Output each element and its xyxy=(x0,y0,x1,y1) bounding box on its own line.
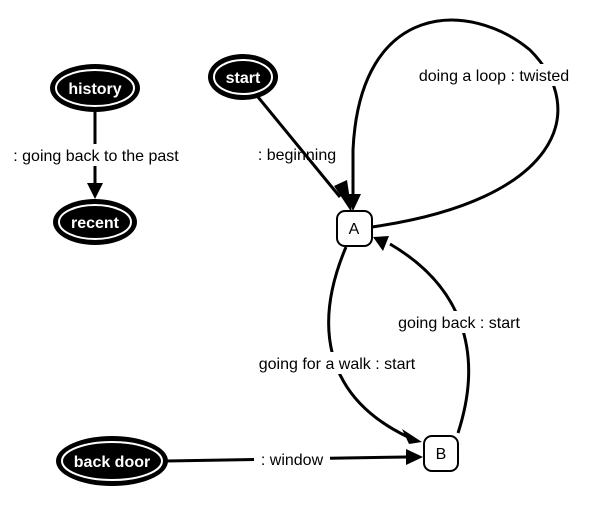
node-b-label: B xyxy=(436,446,447,463)
node-a-label: A xyxy=(349,221,360,238)
svg-text:: window: : window xyxy=(261,452,324,469)
edge-a-loop xyxy=(345,18,560,229)
edge-b-to-a xyxy=(373,236,471,434)
node-back-door[interactable]: back door xyxy=(56,436,168,486)
arrowhead xyxy=(406,449,423,465)
arrowhead xyxy=(402,429,422,444)
node-recent-label: recent xyxy=(71,215,120,232)
edge-start-to-a xyxy=(256,96,352,213)
arrowhead xyxy=(345,194,361,211)
node-recent[interactable]: recent xyxy=(53,199,137,245)
node-start[interactable]: start xyxy=(208,54,278,100)
node-a[interactable]: A xyxy=(336,210,373,247)
arrowhead xyxy=(373,236,389,251)
node-start-label: start xyxy=(226,70,261,87)
svg-text:going back : start: going back : start xyxy=(398,315,520,332)
svg-text:: beginning: : beginning xyxy=(258,147,336,164)
svg-text:doing a loop : twisted: doing a loop : twisted xyxy=(419,68,569,85)
edge-label-b-a: going back : start xyxy=(388,311,530,333)
node-b[interactable]: B xyxy=(423,435,459,472)
arrowhead xyxy=(334,180,352,213)
edge-label-a-loop: doing a loop : twisted xyxy=(419,64,570,86)
arrowhead xyxy=(87,183,103,199)
edge-label-a-b: going for a walk : start xyxy=(248,352,426,374)
node-history[interactable]: history xyxy=(50,64,140,112)
svg-text:going for a walk : start: going for a walk : start xyxy=(259,356,416,373)
edge-a-to-b xyxy=(327,246,422,444)
edge-label-start-a: : beginning xyxy=(258,147,336,164)
edge-label-history-recent: : going back to the past xyxy=(3,144,189,166)
edge-label-backdoor-b: : window xyxy=(254,448,330,470)
svg-text:: going back to the past: : going back to the past xyxy=(13,148,179,165)
node-back-door-label: back door xyxy=(74,454,150,471)
node-history-label: history xyxy=(68,81,121,98)
